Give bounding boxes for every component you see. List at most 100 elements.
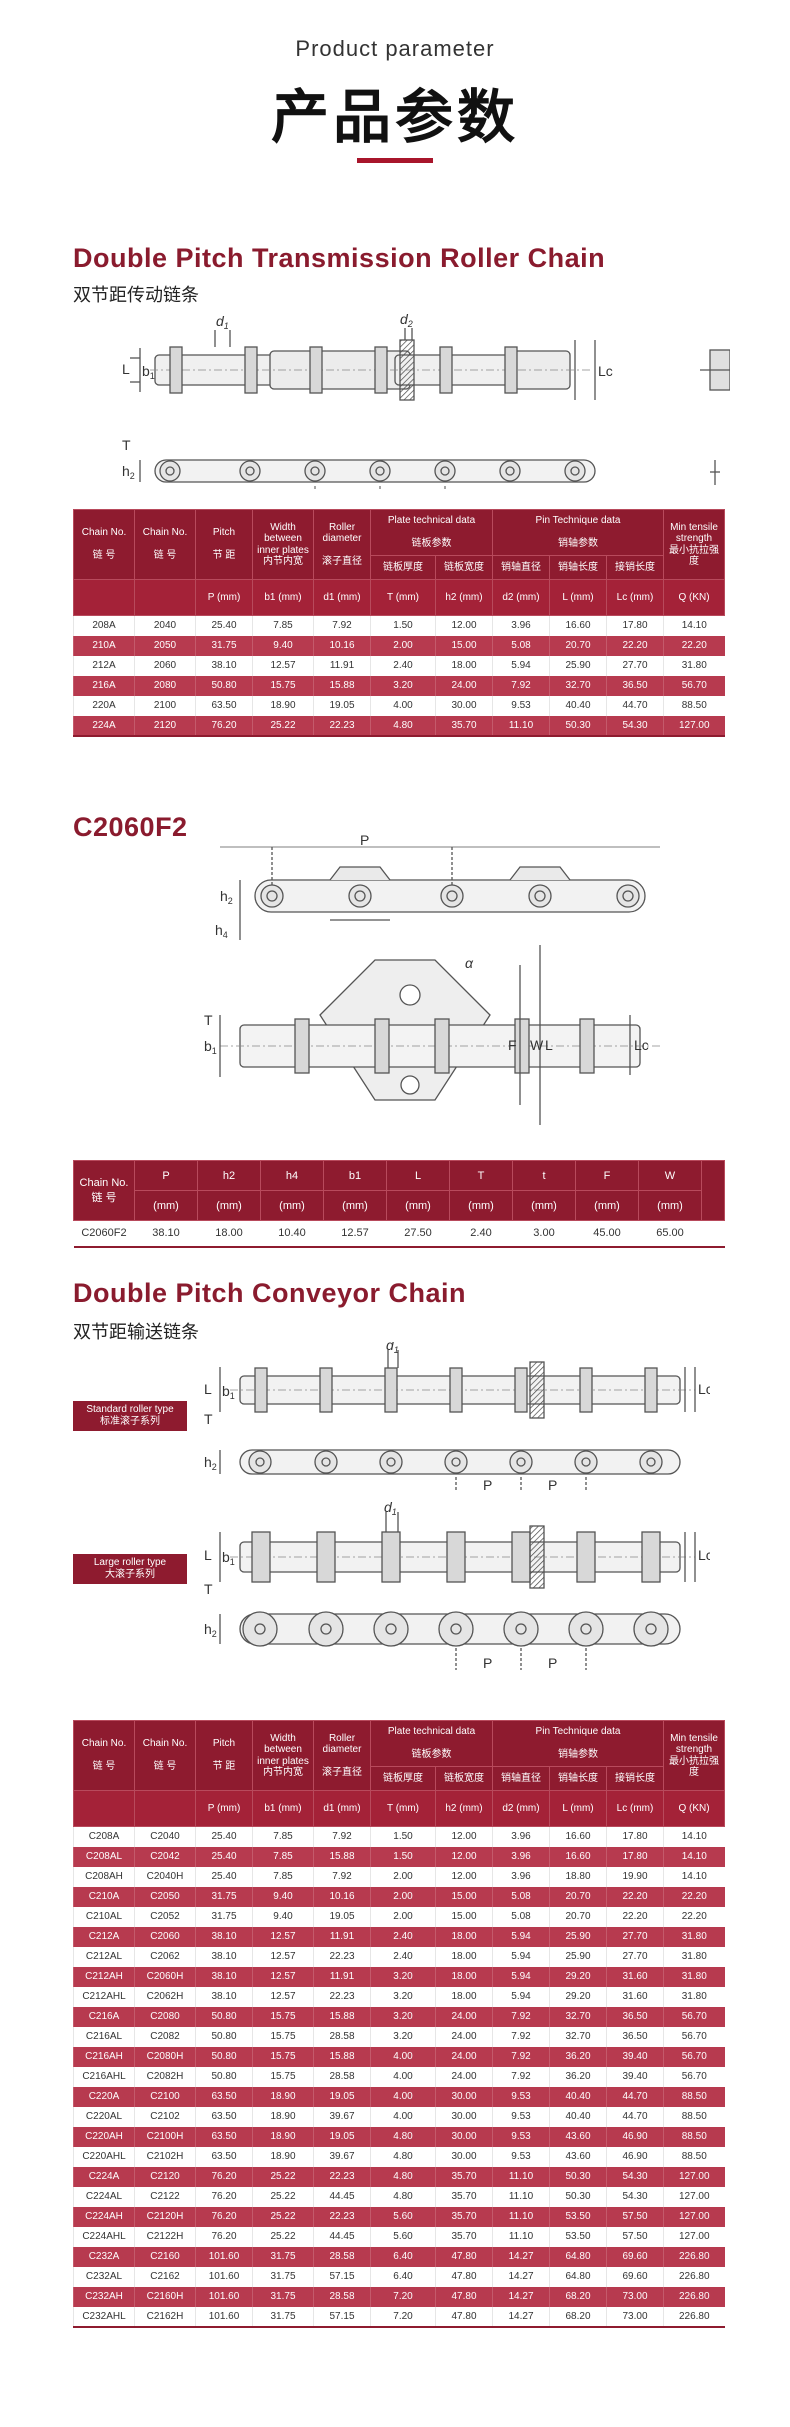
table-cell: 15.88: [313, 2046, 371, 2067]
table-cell: 2.00: [370, 635, 436, 656]
table-cell: 22.20: [663, 1886, 725, 1907]
table-cell: C212AHL: [73, 1986, 135, 2007]
section3-standard-diagram: d1 L Lc T b1 h2 P P: [204, 1342, 710, 1492]
table-cell: 30.00: [435, 2086, 493, 2107]
table-cell: 5.94: [492, 1986, 550, 2007]
table-cell: 76.20: [195, 2166, 253, 2187]
table-cell: 50.80: [195, 2026, 253, 2047]
table-cell: 3.20: [370, 675, 436, 696]
table-cell: C2160H: [134, 2286, 196, 2307]
table-cell: 127.00: [663, 2226, 725, 2247]
th-pin-len: 销轴长度: [549, 1766, 607, 1791]
table-cell: 15.88: [313, 2006, 371, 2027]
table-cell: C224AL: [73, 2186, 135, 2207]
table-cell: 5.94: [492, 1966, 550, 1987]
table-cell: 22.20: [663, 1906, 725, 1927]
s2-label-W: W: [530, 1037, 544, 1053]
th-pin-len2: 接销长度: [606, 1766, 664, 1791]
table-cell: 12.00: [435, 1826, 493, 1847]
table-cell: C2052: [134, 1906, 196, 1927]
table-cell: 19.05: [313, 1906, 371, 1927]
table-cell: 20.70: [549, 1906, 607, 1927]
table-cell: 22.23: [313, 2166, 371, 2187]
table-cell: 25.22: [252, 2166, 314, 2187]
s3a-label-p2: P: [548, 1477, 557, 1492]
table-cell: 7.92: [313, 615, 371, 636]
t2-th-col: t: [512, 1160, 576, 1191]
th-chain-no-iso: Chain No.链 号: [73, 509, 135, 580]
table-cell: 47.80: [435, 2286, 493, 2307]
table-cell: 11.10: [492, 2206, 550, 2227]
table-cell: 220A: [73, 695, 135, 716]
table-cell: 216A: [73, 675, 135, 696]
table-cell: 4.00: [370, 2106, 436, 2127]
t2-th-unit: (mm): [386, 1190, 450, 1221]
table-cell: 30.00: [435, 2126, 493, 2147]
table-cell: 25.90: [549, 655, 607, 676]
s2-label-h2: h2: [220, 888, 233, 906]
section1-diagram: d1 d2 L Lc T b1 h2 P P: [122, 311, 730, 490]
table-cell: C2102: [134, 2106, 196, 2127]
table-cell: 9.53: [492, 2146, 550, 2167]
table-cell: 16.60: [549, 615, 607, 636]
s3a-label-b1: b1: [222, 1383, 235, 1401]
table-cell: C2160: [134, 2246, 196, 2267]
section2-diagram: P h2 h4 α T b1 F W L Lc: [204, 835, 660, 1125]
table-cell: C224AH: [73, 2206, 135, 2227]
table-cell: 5.94: [492, 655, 550, 676]
table-cell: 31.75: [252, 2286, 314, 2307]
t2-th-col: h4: [260, 1160, 324, 1191]
table-cell: 25.22: [252, 2206, 314, 2227]
table-cell: 1.50: [370, 1846, 436, 1867]
table-cell: 43.60: [549, 2146, 607, 2167]
table-cell: 17.80: [606, 615, 664, 636]
table-cell: 68.20: [549, 2306, 607, 2328]
table-cell: C2060H: [134, 1966, 196, 1987]
table-cell: 56.70: [663, 2046, 725, 2067]
table-cell: C208AH: [73, 1866, 135, 1887]
table-cell: 18.00: [435, 1986, 493, 2007]
table-cell: 18.00: [435, 655, 493, 676]
table-cell: 17.80: [606, 1846, 664, 1867]
table-cell: 25.40: [195, 615, 253, 636]
table-cell: 25.22: [252, 715, 314, 737]
table-cell: 22.20: [606, 1886, 664, 1907]
table-cell: 15.88: [313, 1846, 371, 1867]
table-cell: 57.15: [313, 2306, 371, 2328]
table-cell: C2122: [134, 2186, 196, 2207]
table-cell: 31.75: [252, 2266, 314, 2287]
table-cell: C2122H: [134, 2226, 196, 2247]
table-cell: C2040H: [134, 1866, 196, 1887]
table-cell: 15.00: [435, 1906, 493, 1927]
table-cell: C2080: [134, 2006, 196, 2027]
table-cell: 3.20: [370, 1986, 436, 2007]
table-cell: 35.70: [435, 2206, 493, 2227]
table-cell: 14.10: [663, 1866, 725, 1887]
table-cell: 36.20: [549, 2046, 607, 2067]
th-chain-no-ansi: Chain No.链 号: [134, 509, 196, 580]
section3-subtitle: 双节距输送链条: [73, 1322, 199, 1343]
table-cell: C2082H: [134, 2066, 196, 2087]
th-unit: L (mm): [549, 1790, 607, 1827]
th-unit: Lc (mm): [606, 1790, 664, 1827]
s3b-label-L: L: [204, 1547, 212, 1563]
table-cell: 39.40: [606, 2046, 664, 2067]
table-cell: 24.00: [435, 2046, 493, 2067]
table-cell: 7.20: [370, 2286, 436, 2307]
table-cell: C2080H: [134, 2046, 196, 2067]
table-cell: 22.23: [313, 1986, 371, 2007]
th-unit: h2 (mm): [435, 579, 493, 616]
table-cell: 3.20: [370, 1966, 436, 1987]
table-cell: 17.80: [606, 1826, 664, 1847]
table-cell: 101.60: [195, 2266, 253, 2287]
table-cell: 31.75: [195, 1886, 253, 1907]
table-cell: 224A: [73, 715, 135, 737]
